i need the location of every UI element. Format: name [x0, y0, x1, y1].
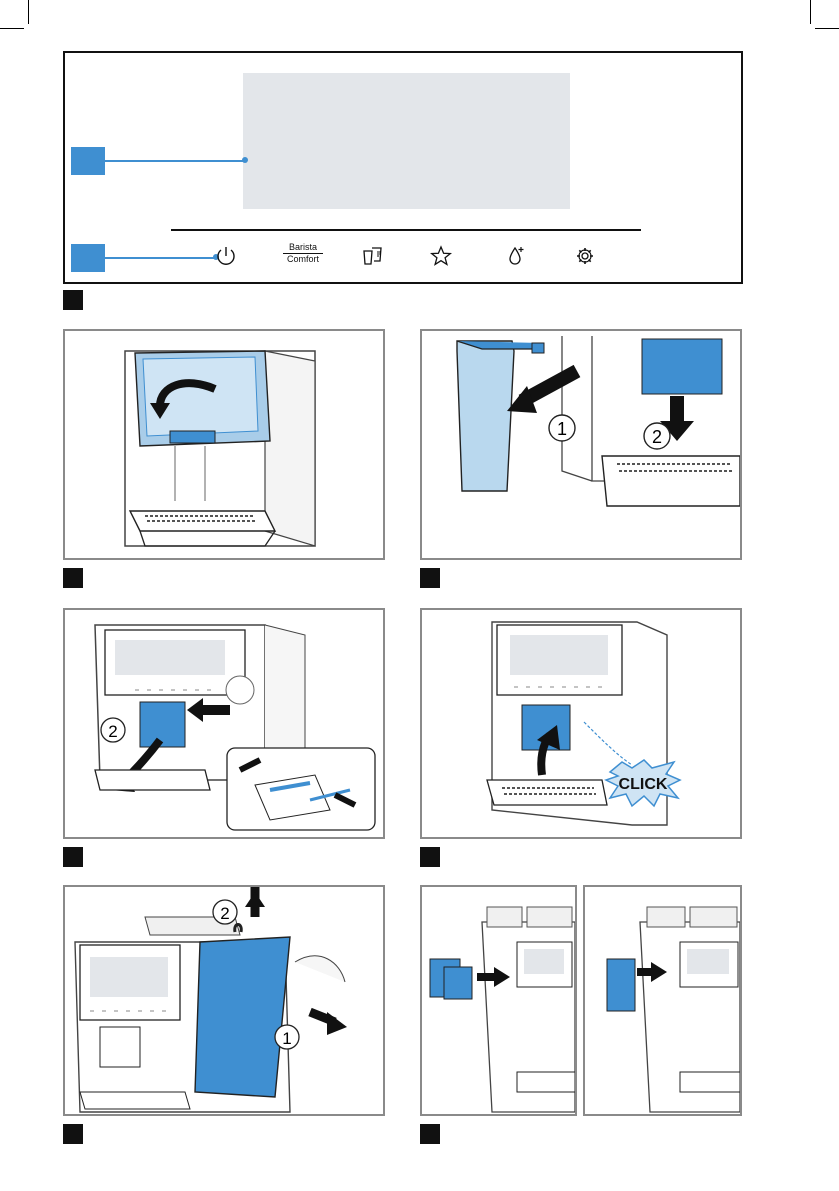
step-marker-3 — [63, 847, 83, 867]
step-marker-5 — [63, 1124, 83, 1144]
callout-controls-marker — [71, 244, 105, 272]
water-button[interactable] — [505, 245, 527, 267]
star-icon — [430, 245, 452, 267]
comfort-label: Comfort — [283, 254, 323, 264]
step3-marker-2: 2 — [108, 722, 117, 741]
control-panel-figure: Barista Comfort — [63, 51, 743, 284]
settings-button[interactable] — [575, 246, 595, 266]
gear-icon — [575, 246, 595, 266]
step-marker-4 — [420, 847, 440, 867]
power-button[interactable] — [215, 245, 237, 267]
step5-marker-1: 1 — [282, 1029, 291, 1048]
power-icon — [215, 245, 237, 267]
step4-figure: CLICK — [420, 608, 742, 839]
callout-display-dot — [242, 157, 248, 163]
step2-marker-2: 2 — [652, 427, 662, 447]
step6-figure-right — [583, 885, 742, 1116]
display-screen — [243, 73, 570, 209]
step3-figure: 2 — [63, 608, 385, 839]
crop-mark-top-right-h — [815, 28, 839, 29]
step-marker-overview — [63, 290, 83, 310]
step-marker-6 — [420, 1124, 440, 1144]
cups-button[interactable] — [361, 245, 385, 267]
cups-icon — [361, 245, 385, 267]
favourites-button[interactable] — [430, 245, 452, 267]
click-label: CLICK — [619, 776, 668, 793]
step5-marker-2: 2 — [220, 904, 229, 923]
step-marker-1 — [63, 568, 83, 588]
callout-controls-line — [105, 257, 217, 259]
crop-mark-top-left-v — [28, 0, 29, 24]
step1-figure — [63, 329, 385, 560]
step-marker-2 — [420, 568, 440, 588]
step5-figure: 2 1 — [63, 885, 385, 1116]
step6-figure-left — [420, 885, 577, 1116]
step2-figure: 1 2 — [420, 329, 742, 560]
crop-mark-top-left-h — [0, 28, 24, 29]
panel-divider-line — [171, 229, 641, 231]
barista-label: Barista — [283, 242, 323, 254]
water-drop-icon — [505, 245, 527, 267]
crop-mark-top-right-v — [810, 0, 811, 24]
callout-display-line — [105, 160, 245, 162]
callout-display-marker — [71, 147, 105, 175]
step2-marker-1: 1 — [557, 419, 567, 439]
barista-comfort-button[interactable]: Barista Comfort — [283, 242, 323, 265]
